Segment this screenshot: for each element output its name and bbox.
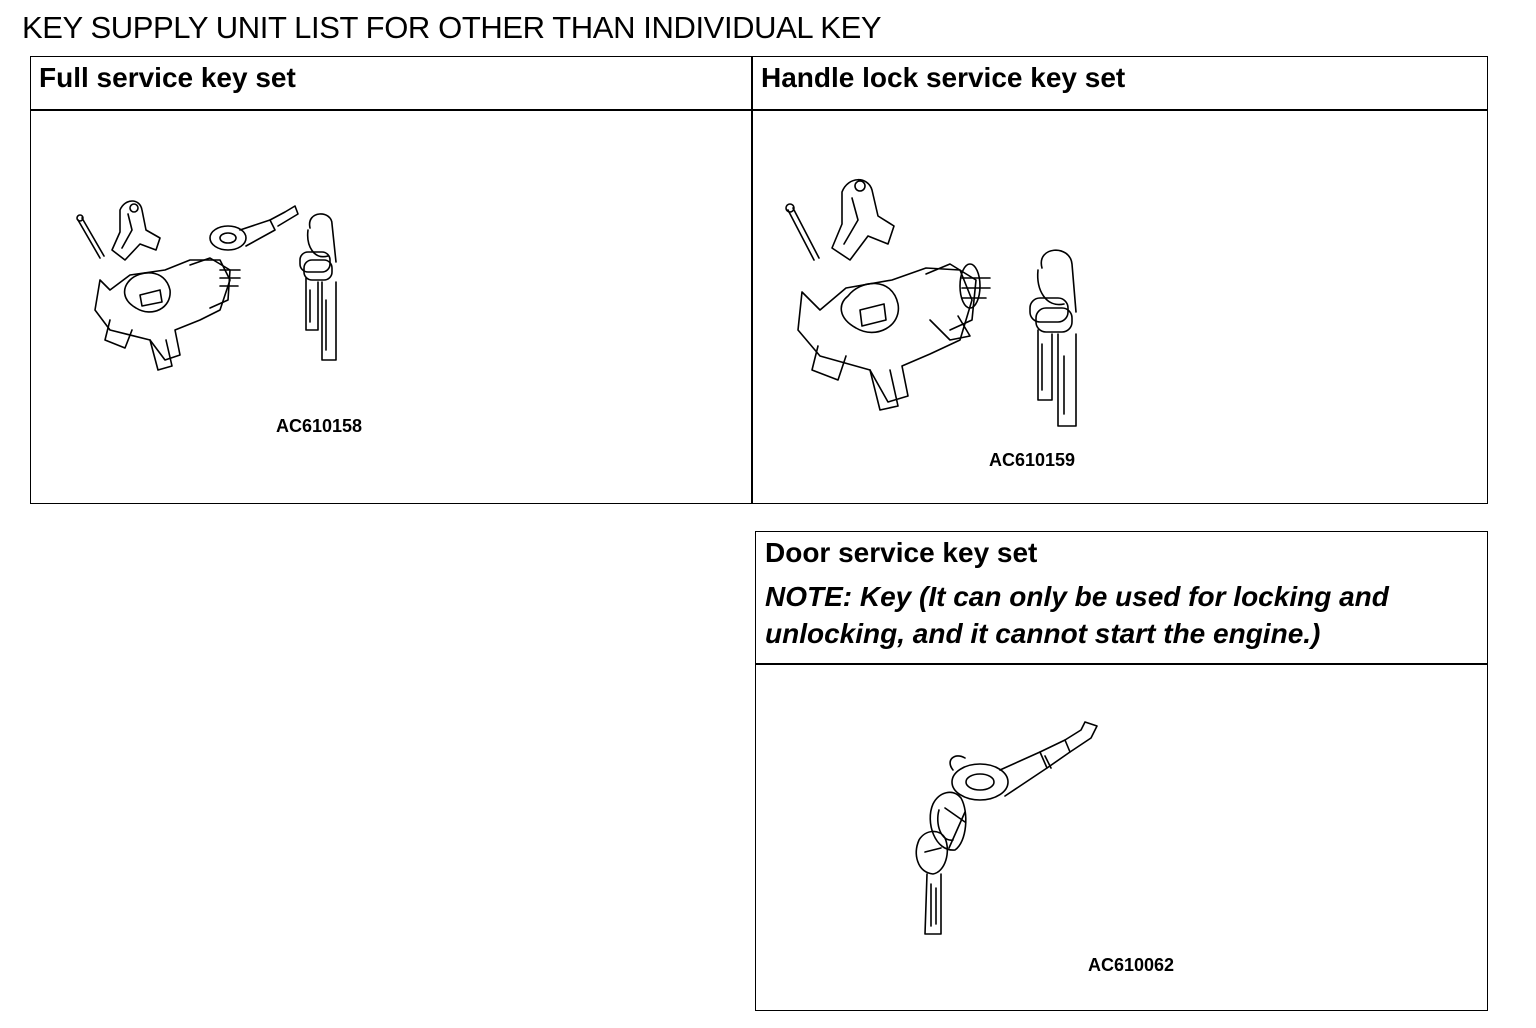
top-table-column-divider [751,56,753,504]
full-service-key-set-illustration [76,200,337,371]
full-service-key-set-heading: Full service key set [39,62,296,93]
door-note-line-2: unlocking, and it cannot start the engin… [765,618,1321,649]
door-table [755,531,1488,1011]
door-table-header-divider [755,663,1488,665]
top-table [30,56,1488,504]
door-note-line-1: NOTE: Key (It can only be used for locki… [765,581,1389,612]
handle-lock-service-key-set-illustration [785,178,1077,427]
top-table-header-divider [30,109,1488,111]
door-service-key-set-illustration [915,721,1098,935]
handle-lock-figure-code: AC610159 [989,450,1076,470]
door-service-key-set-heading: Door service key set [765,537,1038,568]
page-title: KEY SUPPLY UNIT LIST FOR OTHER THAN INDI… [22,10,882,45]
full-service-figure-code: AC610158 [276,416,363,436]
door-service-figure-code: AC610062 [1088,955,1175,975]
handle-lock-service-key-set-heading: Handle lock service key set [761,62,1126,93]
